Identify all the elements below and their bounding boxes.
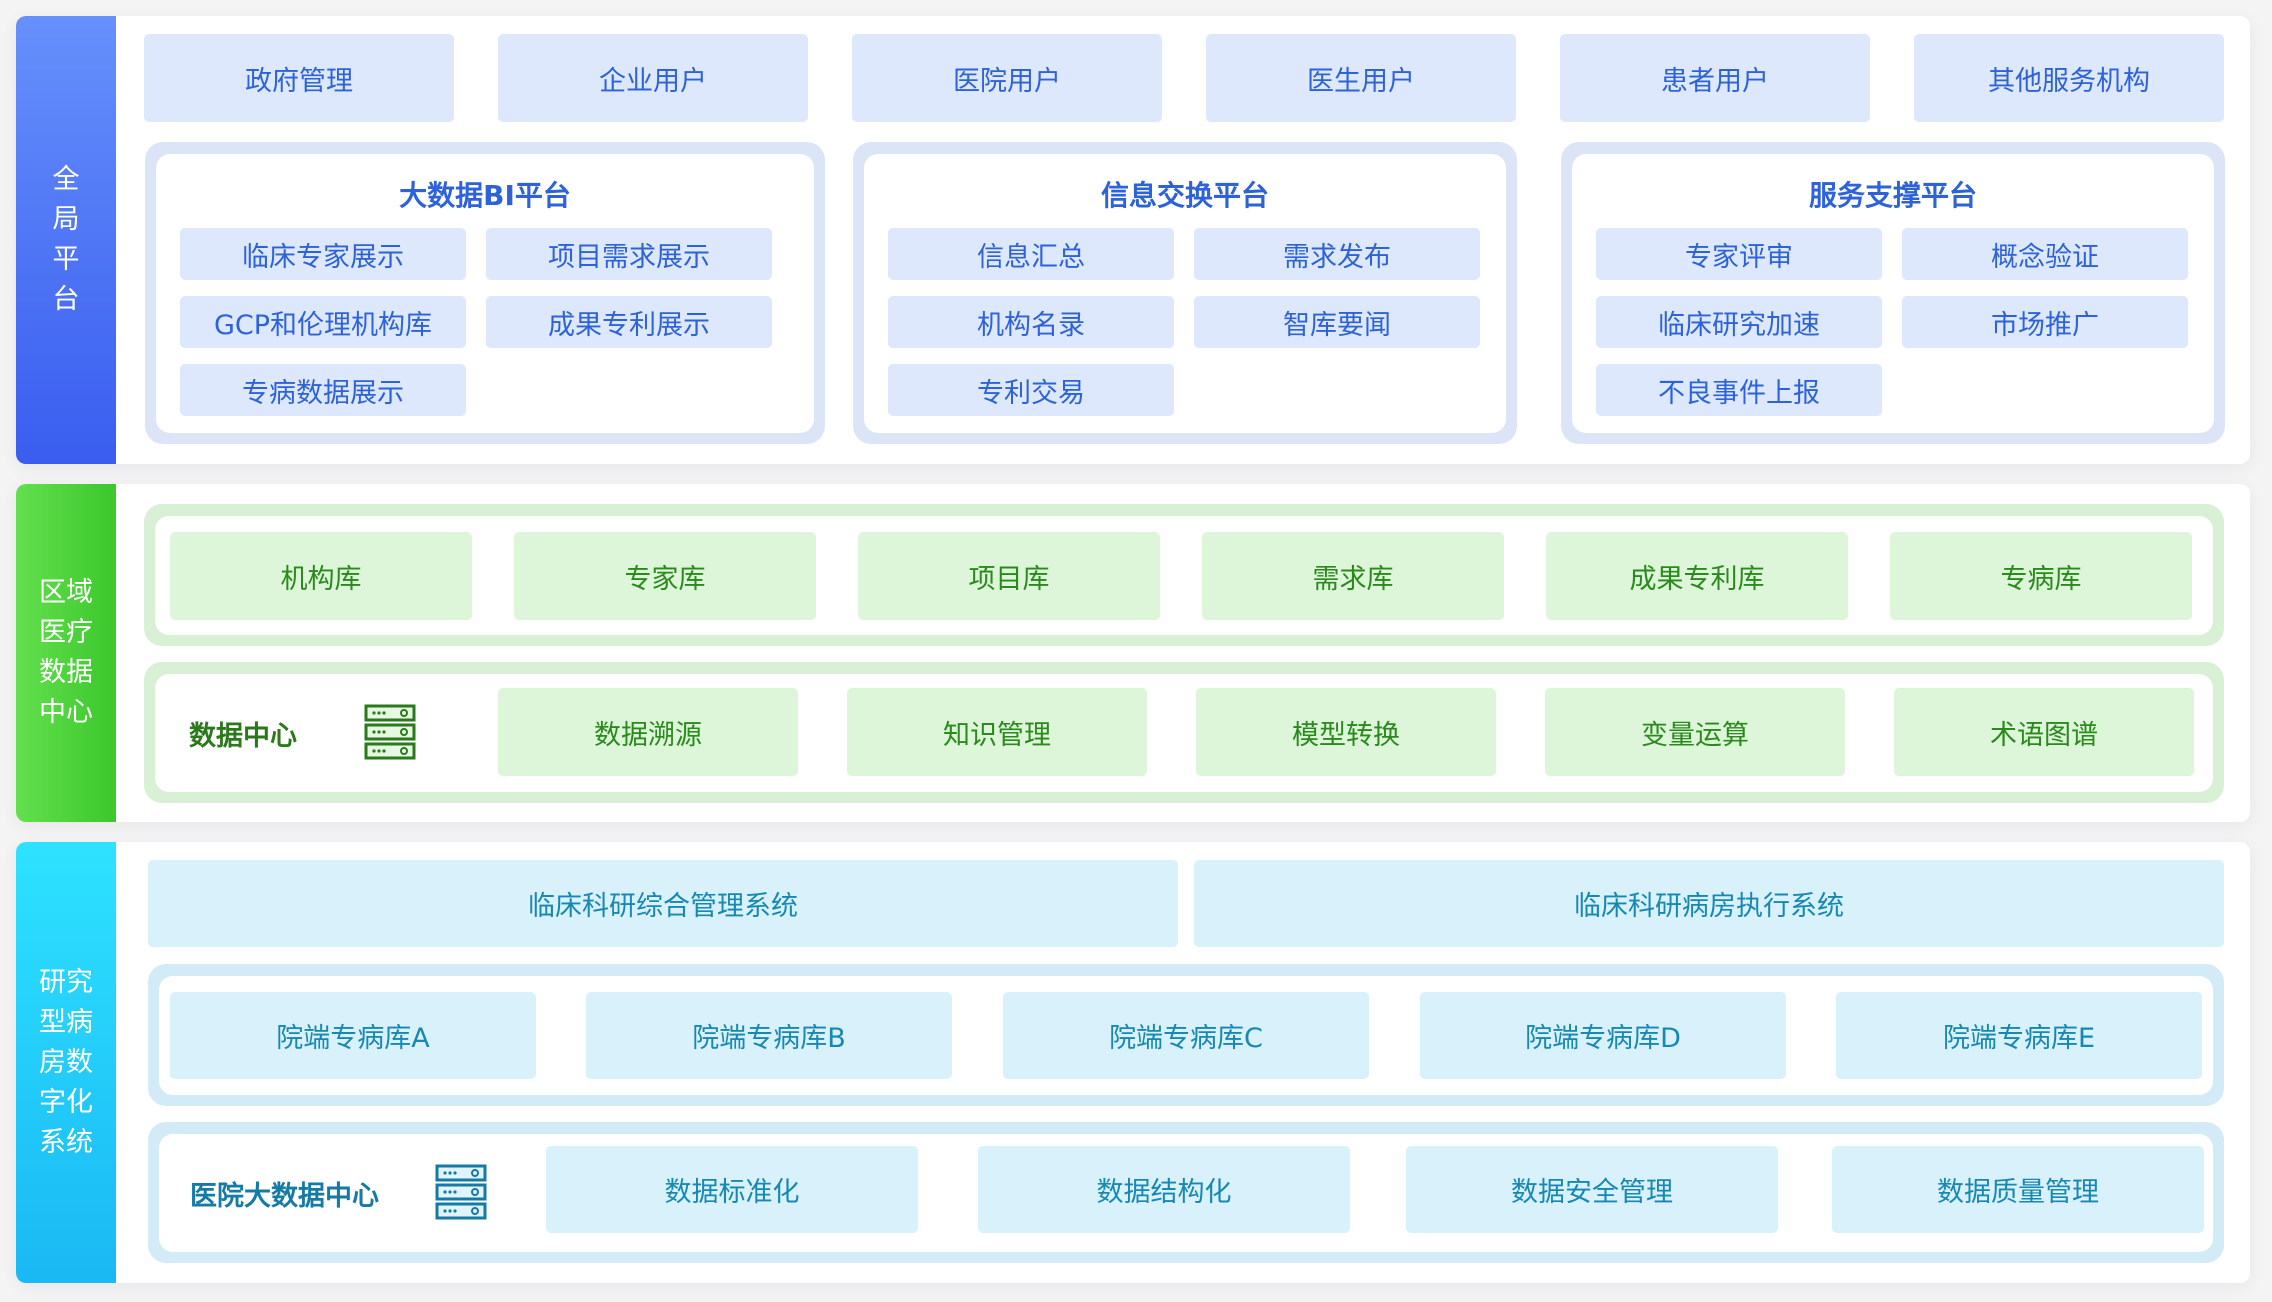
library-item[interactable]: 成果专利库 (1546, 532, 1848, 620)
regional-data-center-label-bar: 区域 医疗 数据 中心 (16, 484, 116, 822)
service-support-platform-box: 服务支撑平台 专家评审 概念验证 临床研究加速 市场推广 不良事件上报 (1561, 142, 2225, 444)
bi-item[interactable]: GCP和伦理机构库 (180, 296, 466, 348)
library-item[interactable]: 项目库 (858, 532, 1160, 620)
service-support-item[interactable]: 临床研究加速 (1596, 296, 1882, 348)
server-icon (435, 1164, 487, 1220)
hospital-data-center-function[interactable]: 数据质量管理 (1832, 1146, 2204, 1233)
system-clinical-research-ward-execution[interactable]: 临床科研病房执行系统 (1194, 860, 2224, 947)
hospital-data-center-label: 医院大数据中心 (190, 1181, 379, 1212)
data-center-label: 数据中心 (189, 721, 297, 752)
bi-item[interactable]: 专病数据展示 (180, 364, 466, 416)
info-exchange-platform-box: 信息交换平台 信息汇总 需求发布 机构名录 智库要闻 专利交易 (853, 142, 1517, 444)
hospital-data-center-function[interactable]: 数据安全管理 (1406, 1146, 1778, 1233)
info-exchange-item[interactable]: 信息汇总 (888, 228, 1174, 280)
user-type-doctor[interactable]: 医生用户 (1206, 34, 1516, 122)
libraries-box: 机构库 专家库 项目库 需求库 成果专利库 专病库 (144, 504, 2224, 646)
hospital-data-center-function[interactable]: 数据结构化 (978, 1146, 1350, 1233)
library-item[interactable]: 机构库 (170, 532, 472, 620)
user-type-patient[interactable]: 患者用户 (1560, 34, 1870, 122)
hospital-library-item[interactable]: 院端专病库D (1420, 992, 1786, 1079)
info-exchange-item[interactable]: 需求发布 (1194, 228, 1480, 280)
bi-item[interactable]: 成果专利展示 (486, 296, 772, 348)
library-item[interactable]: 专病库 (1890, 532, 2192, 620)
service-support-item[interactable]: 市场推广 (1902, 296, 2188, 348)
server-icon (364, 704, 416, 760)
bi-platform-box: 大数据BI平台 临床专家展示 项目需求展示 GCP和伦理机构库 成果专利展示 专… (145, 142, 825, 444)
research-ward-section: 研究 型病 房数 字化 系统 临床科研综合管理系统 临床科研病房执行系统 院端专… (16, 842, 2250, 1283)
regional-data-center-label: 区域 医疗 数据 中心 (39, 577, 93, 728)
bi-item[interactable]: 临床专家展示 (180, 228, 466, 280)
info-exchange-platform-title: 信息交换平台 (1100, 179, 1269, 212)
service-support-item[interactable]: 不良事件上报 (1596, 364, 1882, 416)
user-type-government[interactable]: 政府管理 (144, 34, 454, 122)
data-center-function[interactable]: 知识管理 (847, 688, 1147, 776)
global-platform-section: 全 局 平 台 政府管理 企业用户 医院用户 医生用户 患者用户 其他服务机构 … (16, 16, 2250, 464)
hospital-data-center-box: 医院大数据中心 数据标准化 数据结构化 数据安全管理 数据质量管理 (148, 1122, 2224, 1263)
hospital-library-item[interactable]: 院端专病库B (586, 992, 952, 1079)
info-exchange-item[interactable]: 机构名录 (888, 296, 1174, 348)
data-center-function[interactable]: 术语图谱 (1894, 688, 2194, 776)
library-item[interactable]: 需求库 (1202, 532, 1504, 620)
data-center-function[interactable]: 模型转换 (1196, 688, 1496, 776)
service-support-item[interactable]: 概念验证 (1902, 228, 2188, 280)
user-type-hospital[interactable]: 医院用户 (852, 34, 1162, 122)
bi-platform-title: 大数据BI平台 (399, 179, 571, 212)
user-type-enterprise[interactable]: 企业用户 (498, 34, 808, 122)
global-platform-label-bar: 全 局 平 台 (16, 16, 116, 464)
service-support-platform-title: 服务支撑平台 (1808, 179, 1977, 212)
hospital-library-item[interactable]: 院端专病库C (1003, 992, 1369, 1079)
global-platform-label: 全 局 平 台 (52, 164, 80, 315)
service-support-item[interactable]: 专家评审 (1596, 228, 1882, 280)
hospital-libraries-box: 院端专病库A 院端专病库B 院端专病库C 院端专病库D 院端专病库E (148, 964, 2224, 1106)
hospital-data-center-function[interactable]: 数据标准化 (546, 1146, 918, 1233)
library-item[interactable]: 专家库 (514, 532, 816, 620)
data-center-function[interactable]: 变量运算 (1545, 688, 1845, 776)
hospital-library-item[interactable]: 院端专病库E (1836, 992, 2202, 1079)
bi-item[interactable]: 项目需求展示 (486, 228, 772, 280)
data-center-box: 数据中心 数据溯源 知识管理 模型转换 变量运算 术语图谱 (144, 662, 2224, 803)
user-type-other-institutions[interactable]: 其他服务机构 (1914, 34, 2224, 122)
info-exchange-item[interactable]: 智库要闻 (1194, 296, 1480, 348)
data-center-function[interactable]: 数据溯源 (498, 688, 798, 776)
research-ward-label-bar: 研究 型病 房数 字化 系统 (16, 842, 116, 1283)
regional-data-center-section: 区域 医疗 数据 中心 机构库 专家库 项目库 需求库 成果专利库 专病库 数据… (16, 484, 2250, 822)
hospital-library-item[interactable]: 院端专病库A (170, 992, 536, 1079)
info-exchange-item[interactable]: 专利交易 (888, 364, 1174, 416)
research-ward-label: 研究 型病 房数 字化 系统 (39, 966, 93, 1158)
system-clinical-research-management[interactable]: 临床科研综合管理系统 (148, 860, 1178, 947)
